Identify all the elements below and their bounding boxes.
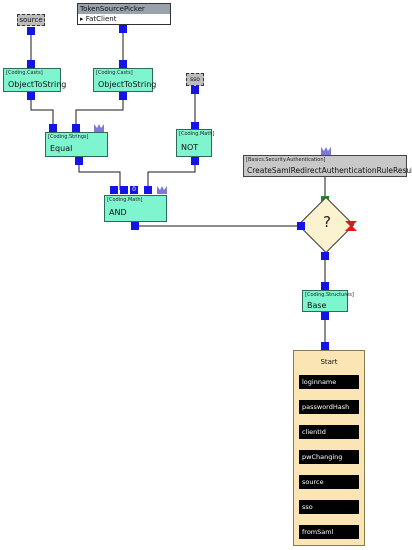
node-category: [Coding.Math]	[179, 131, 215, 137]
and-input-port-3[interactable]: 0	[130, 186, 138, 194]
not-node[interactable]: [Coding.Math] NOT	[176, 129, 215, 157]
sso-input-node[interactable]: sso	[186, 73, 204, 86]
base-node[interactable]: [Coding.Structures] Base	[302, 290, 354, 312]
object-to-string-node-2[interactable]: [Coding.Casts] ObjectToString	[93, 68, 157, 92]
not-output-port[interactable]	[191, 157, 199, 165]
and-output-port[interactable]	[131, 222, 139, 230]
node-category: [Coding.Math]	[107, 197, 143, 203]
base-output-port[interactable]	[321, 312, 329, 320]
result-optional-input-icon	[321, 147, 331, 155]
not-input-port[interactable]	[191, 122, 199, 130]
start-field-source[interactable]: source	[299, 475, 359, 489]
node-category: [Coding.Structures]	[305, 292, 354, 298]
node-label: NOT	[181, 143, 199, 152]
and-input-port-1[interactable]	[110, 186, 118, 194]
start-field-pwchanging[interactable]: pwChanging	[299, 450, 359, 464]
start-node[interactable]: Start loginname passwordHash clientId pw…	[293, 350, 365, 546]
sso-output-port[interactable]	[191, 86, 199, 94]
node-category: [Coding.Strings]	[48, 134, 89, 140]
condition-output-port[interactable]	[321, 252, 329, 260]
object-to-string-node-1[interactable]: [Coding.Casts] ObjectToString	[3, 68, 66, 92]
equal-optional-input-icon	[94, 124, 104, 132]
node-label: ObjectToString	[8, 80, 67, 89]
node-label: ObjectToString	[98, 80, 157, 89]
start-field-passwordhash[interactable]: passwordHash	[299, 400, 359, 414]
source-output-port[interactable]	[27, 27, 35, 35]
source-input-node[interactable]: source	[17, 14, 45, 26]
objecttostring-2-input-port[interactable]	[119, 60, 127, 68]
condition-false-port[interactable]	[345, 221, 357, 231]
node-label: Equal	[50, 144, 73, 153]
wire-objecttostring-2-to-equal	[75, 92, 124, 130]
condition-label: ?	[323, 213, 331, 231]
equal-input-port-b[interactable]	[72, 124, 80, 132]
sso-input-label: sso	[190, 76, 200, 83]
and-node[interactable]: [Coding.Math] AND	[104, 195, 167, 222]
start-input-port[interactable]	[321, 342, 329, 350]
picker-value-text: FatClient	[85, 15, 117, 23]
start-field-loginname[interactable]: loginname	[299, 375, 359, 389]
start-field-sso[interactable]: sso	[299, 500, 359, 514]
wire-and-to-condition	[134, 222, 301, 227]
create-saml-redirect-result-node[interactable]: [Basics.Security.Authentication] CreateS…	[243, 155, 412, 177]
start-title: Start	[320, 358, 338, 366]
base-input-port[interactable]	[321, 282, 329, 290]
and-port-count: 0	[132, 186, 136, 193]
start-field-clientid[interactable]: clientId	[299, 425, 359, 439]
and-input-port-4[interactable]	[144, 186, 152, 194]
node-label: Base	[307, 301, 327, 310]
node-category: [Coding.Casts]	[6, 70, 43, 76]
node-label: AND	[109, 208, 127, 217]
objecttostring-2-output-port[interactable]	[119, 92, 127, 100]
and-optional-input-icon	[157, 186, 167, 194]
equal-node[interactable]: [Coding.Strings] Equal	[45, 132, 108, 157]
equal-input-port-a[interactable]	[49, 124, 57, 132]
node-label: CreateSamlRedirectAuthenticationRuleResu…	[247, 166, 412, 175]
start-field-fromsaml[interactable]: fromSaml	[299, 525, 359, 539]
objecttostring-1-input-port[interactable]	[27, 60, 35, 68]
picker-output-port[interactable]	[119, 25, 127, 33]
token-source-picker[interactable]: TokenSourcePicker ▸ FatClient	[77, 3, 171, 25]
equal-output-port[interactable]	[75, 157, 83, 165]
picker-value[interactable]: ▸ FatClient	[80, 15, 117, 23]
condition-input-port-left[interactable]	[297, 222, 305, 230]
wire-objecttostring-1-to-equal	[30, 92, 54, 130]
source-input-label: source	[19, 16, 43, 24]
node-category: [Basics.Security.Authentication]	[246, 157, 326, 163]
and-input-port-2[interactable]	[120, 186, 128, 194]
objecttostring-1-output-port[interactable]	[27, 92, 35, 100]
picker-title: TokenSourcePicker	[78, 4, 170, 14]
wire-not-to-and	[147, 157, 196, 190]
node-category: [Coding.Casts]	[96, 70, 133, 76]
